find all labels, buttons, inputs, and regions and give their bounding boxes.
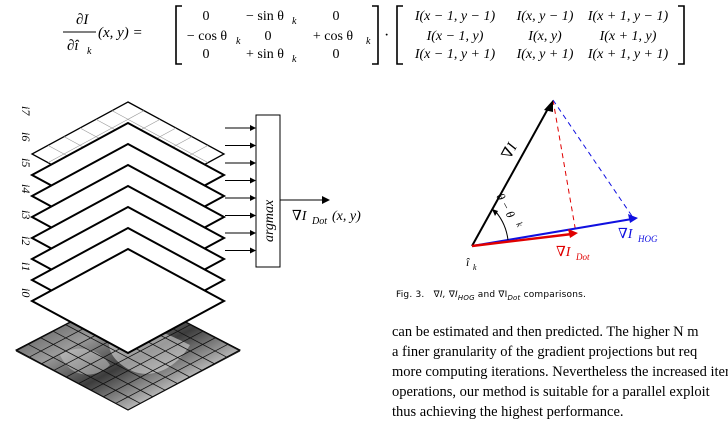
layer-arrows xyxy=(225,125,256,254)
dot-projection-dash xyxy=(553,100,576,233)
layer-arrowhead xyxy=(250,213,256,219)
body-line: can be estimated and then predicted. The… xyxy=(392,322,728,342)
argmax-box xyxy=(256,115,280,267)
layer-arrowhead xyxy=(250,230,256,236)
gradient-layers xyxy=(32,102,224,353)
matrix-b-cell: I(x + 1, y) xyxy=(599,29,657,44)
matrix-a: 0 − sin θ k 0 − cos θ k 0 + cos θ k 0 + … xyxy=(187,9,371,65)
matrix-a-cell: 0 xyxy=(333,9,340,24)
dot-label-sub: Dot xyxy=(575,252,590,262)
theta-sub: k xyxy=(292,54,297,65)
matrix-b-right-bracket xyxy=(678,6,684,64)
basis-label-sub: k xyxy=(473,263,477,272)
output-label-args: (x, y) xyxy=(332,209,361,224)
matrix-b: I(x − 1, y − 1) I(x, y − 1) I(x + 1, y −… xyxy=(414,9,669,62)
theta-sub: k xyxy=(236,36,241,47)
output-label: ∇I xyxy=(292,209,308,224)
figure-caption: Fig. 3. ∇I, ∇IHOG and ∇IDot comparisons. xyxy=(396,290,586,302)
body-line: operations, our method is suitable for a… xyxy=(392,382,728,402)
caption-suffix: comparisons. xyxy=(524,290,587,300)
layer-arrowhead xyxy=(250,160,256,166)
caption-dot-sub: Dot xyxy=(507,294,520,302)
matrix-a-right-bracket xyxy=(372,6,378,64)
dot-label: ∇I xyxy=(556,245,572,260)
caption-text: ∇I, ∇I xyxy=(434,290,458,300)
matrix-b-cell: I(x − 1, y + 1) xyxy=(414,47,496,62)
layer-label: i0 xyxy=(19,288,33,297)
matrix-b-cell: I(x − 1, y − 1) xyxy=(414,9,496,24)
caption-hog-sub: HOG xyxy=(458,294,475,302)
layer-label: i5 xyxy=(19,158,33,167)
matrix-a-cell: 0 xyxy=(203,47,210,62)
argmax-label: argmax xyxy=(262,199,277,242)
gradient-vector xyxy=(472,105,550,246)
matrix-a-cell: 0 xyxy=(203,9,210,24)
theta-sub: k xyxy=(292,16,297,27)
matrix-b-cell: I(x, y − 1) xyxy=(516,9,574,24)
output-arrowhead xyxy=(322,196,330,204)
angle-label: θ − θ xyxy=(493,191,518,221)
matrix-b-cell: I(x + 1, y − 1) xyxy=(587,9,669,24)
caption-prefix: Fig. 3. xyxy=(396,290,424,300)
matrix-b-cell: I(x, y) xyxy=(527,29,562,44)
output-label-sub: Dot xyxy=(311,216,327,227)
layer-stack-figure: i7 i6 i5 i4 i3 i2 i1 i0 argmax ∇I Dot (x… xyxy=(0,80,380,424)
matrix-a-cell: + sin θ xyxy=(246,47,284,62)
matrix-a-left-bracket xyxy=(176,6,182,64)
body-line: more computing iterations. Nevertheless … xyxy=(392,362,728,382)
matrix-a-cell: − cos θ xyxy=(187,29,228,44)
matrix-b-cell: I(x, y + 1) xyxy=(516,47,574,62)
layer-label: i6 xyxy=(19,132,33,141)
layer-arrowhead xyxy=(250,178,256,184)
theta-sub: k xyxy=(366,36,371,47)
lhs-args: (x, y) = xyxy=(98,25,143,41)
layer-label: i4 xyxy=(19,184,33,193)
dot-arrowhead xyxy=(568,229,578,238)
lhs-denominator-sub: k xyxy=(87,46,92,57)
layer-arrowhead xyxy=(250,195,256,201)
layer-arrowhead xyxy=(250,248,256,254)
lhs-denominator: ∂î xyxy=(67,38,79,54)
matrix-b-cell: I(x + 1, y + 1) xyxy=(587,47,669,62)
matrix-a-cell: + cos θ xyxy=(313,29,354,44)
gradient-label: ∇I xyxy=(499,140,521,162)
layer-arrowhead xyxy=(250,125,256,131)
layer-labels: i7 i6 i5 i4 i3 i2 i1 i0 xyxy=(19,106,33,297)
body-line: a finer granularity of the gradient proj… xyxy=(392,342,728,362)
gradient-arrowhead xyxy=(544,100,553,112)
matrix-a-cell: 0 xyxy=(265,29,272,44)
matrix-a-cell: 0 xyxy=(333,47,340,62)
hog-label: ∇I xyxy=(618,227,634,242)
hog-arrowhead xyxy=(628,214,638,223)
layer-label: i1 xyxy=(19,262,33,271)
layer-label: i7 xyxy=(19,106,33,116)
layer-label: i3 xyxy=(19,210,33,219)
basis-label: î xyxy=(466,255,470,269)
lhs-numerator: ∂I xyxy=(76,12,89,28)
matrix-a-cell: − sin θ xyxy=(246,9,284,24)
matrix-b-left-bracket xyxy=(397,6,403,64)
vector-comparison-figure: ∇I θ − θ k î k ∇I Dot ∇I HOG xyxy=(440,88,728,278)
layer-arrowhead xyxy=(250,143,256,149)
dot-operator: · xyxy=(384,27,389,44)
hog-label-sub: HOG xyxy=(637,234,658,244)
projection-equation: ∂I ∂î k (x, y) = 0 − sin θ k 0 − cos θ k… xyxy=(0,0,728,70)
layer-label: i2 xyxy=(19,236,33,245)
body-paragraph: can be estimated and then predicted. The… xyxy=(392,322,728,422)
angle-label-sub: k xyxy=(514,220,525,229)
hog-projection-dash xyxy=(553,100,634,219)
angle-arrowhead xyxy=(492,209,498,216)
body-line: thus achieving the highest performance. xyxy=(392,402,728,422)
caption-and: and ∇I xyxy=(478,290,508,300)
matrix-b-cell: I(x − 1, y) xyxy=(426,29,484,44)
